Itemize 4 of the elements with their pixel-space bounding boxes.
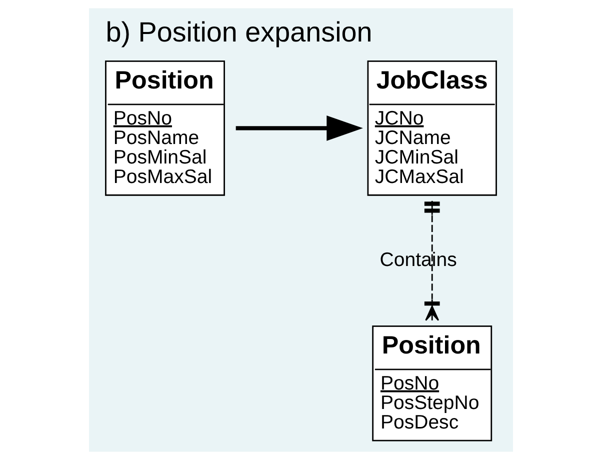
diagram-title: b) Position expansion [105,16,372,48]
arrow [235,115,362,141]
edge-label: Contains [379,248,456,271]
connector [424,200,440,322]
